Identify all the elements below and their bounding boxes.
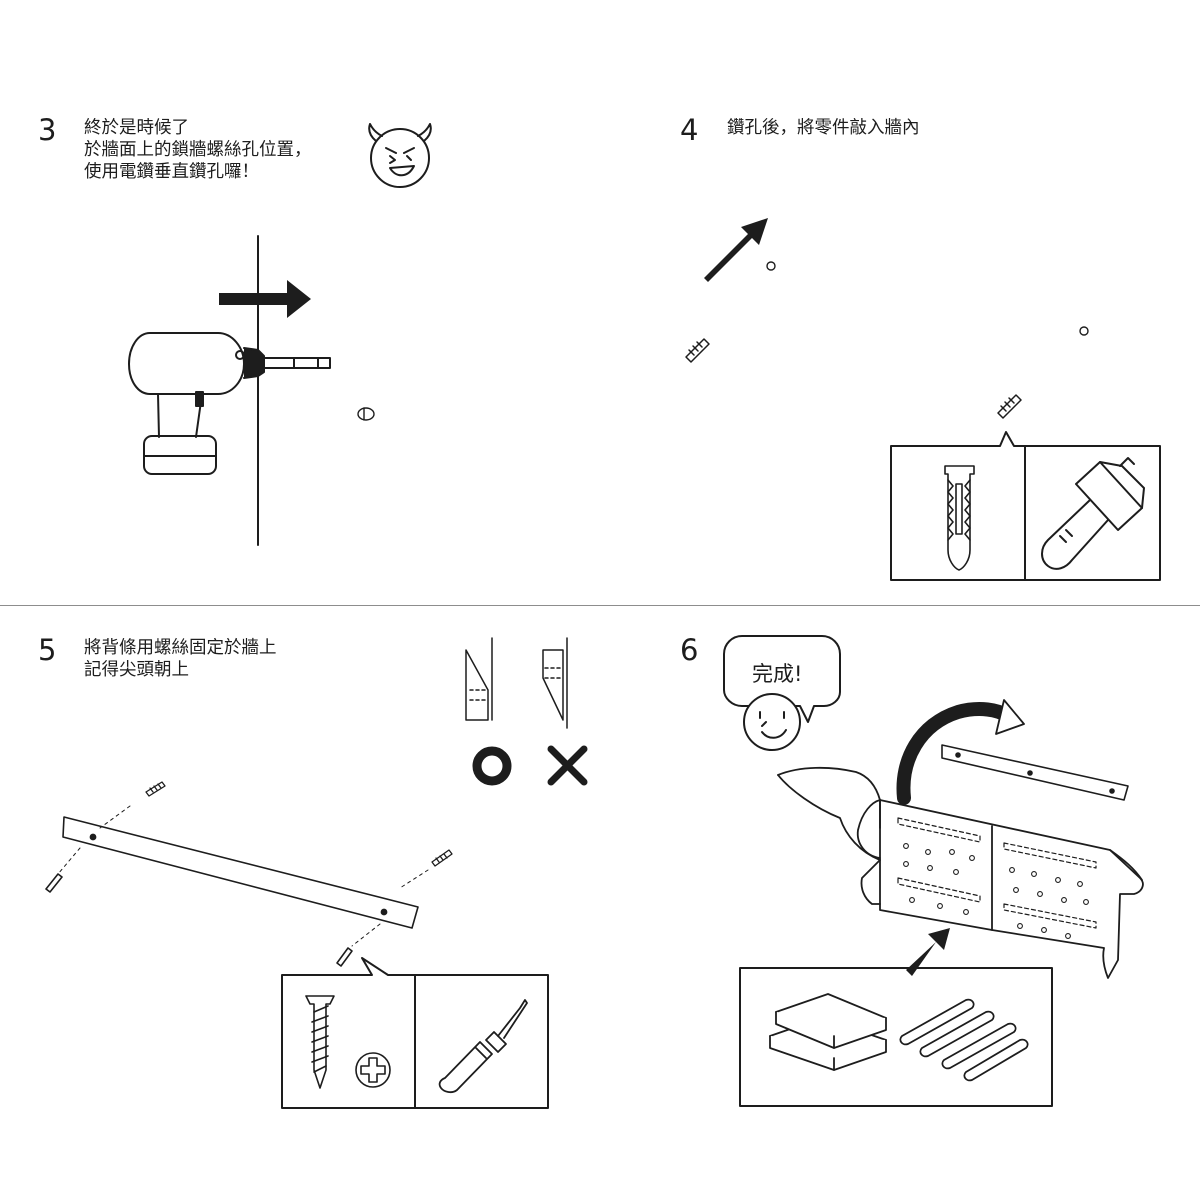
- hammer-icon: [1041, 457, 1145, 570]
- step-3-line-2: 於牆面上的鎖牆螺絲孔位置，: [84, 140, 312, 160]
- step-5-line-2: 記得尖頭朝上: [84, 660, 189, 680]
- phillips-icon: [355, 1052, 391, 1088]
- hole-mark: [766, 261, 776, 271]
- devil-face-icon: [368, 123, 432, 188]
- wall-anchor-icon: [431, 849, 453, 867]
- correct-circle-icon: [472, 746, 512, 786]
- step-5-callout-box: [281, 957, 549, 1109]
- step-3-number: 3: [38, 113, 57, 147]
- wrong-cross-icon: [547, 745, 588, 786]
- arrow-icon: [704, 218, 768, 282]
- dog-shelf: [777, 766, 1144, 979]
- step-3-line-1: 終於是時候了: [84, 118, 189, 138]
- step-5-number: 5: [38, 633, 57, 667]
- back-strip: [62, 816, 419, 929]
- screw-icon: [45, 873, 63, 893]
- wall-anchor-icon: [944, 465, 975, 571]
- smiley-face-icon: [743, 693, 801, 751]
- section-divider: [0, 605, 1200, 606]
- correct-mount-diagram: [465, 637, 493, 721]
- wrong-mount-diagram: [542, 637, 568, 729]
- shelf-boards-icon: [769, 993, 887, 1071]
- step-4-number: 4: [680, 113, 699, 147]
- wall-anchor-icon: [145, 781, 166, 797]
- step-4-line-1: 鑽孔後，將零件敲入牆內: [727, 118, 920, 138]
- dowel-pegs-icon: [899, 998, 1029, 1082]
- screw-icon: [336, 947, 353, 967]
- screw-icon: [305, 995, 335, 1089]
- arrow-icon: [906, 928, 950, 976]
- step-3-line-3: 使用電鑽垂直鑽孔囉！: [84, 162, 259, 182]
- drill-icon: [128, 332, 331, 475]
- step-6-callout-box: [739, 967, 1053, 1107]
- screwdriver-icon: [438, 999, 528, 1094]
- drill-hole-mark: [357, 407, 375, 421]
- wall-anchor-icon: [685, 338, 710, 363]
- back-strip: [941, 744, 1129, 801]
- speech-bubble: [723, 635, 841, 723]
- hole-mark: [1079, 326, 1089, 336]
- step-6-number: 6: [680, 633, 699, 667]
- step-5-line-1: 將背條用螺絲固定於牆上: [84, 638, 277, 658]
- completion-bubble-text: 完成!: [752, 662, 803, 686]
- wall-anchor-icon: [997, 394, 1022, 419]
- curved-arrow-icon: [896, 699, 1025, 805]
- step-3-caption: 終於是時候了 於牆面上的鎖牆螺絲孔位置， 使用電鑽垂直鑽孔囉！: [84, 117, 312, 183]
- step-4-caption: 鑽孔後，將零件敲入牆內: [727, 117, 920, 139]
- step-5-caption: 將背條用螺絲固定於牆上 記得尖頭朝上: [84, 637, 277, 681]
- step-4-callout-box: [890, 431, 1161, 581]
- arrow-right-icon: [219, 280, 311, 318]
